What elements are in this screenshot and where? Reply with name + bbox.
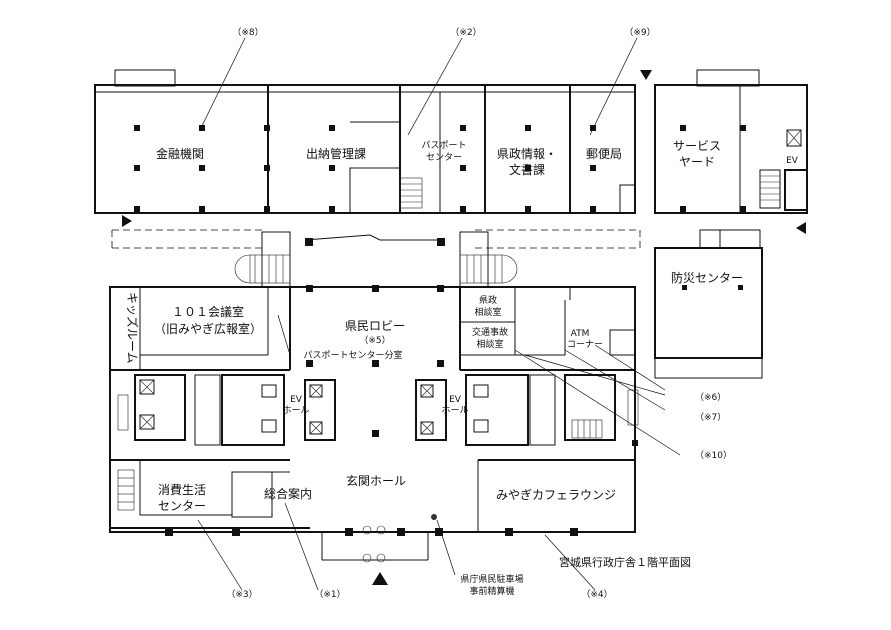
room-consumer-center-2: センター <box>158 499 206 513</box>
note-10: （※10） <box>695 450 732 461</box>
lobby-columns <box>165 285 638 536</box>
ev-hall-left-2: ホール <box>282 405 309 416</box>
stairs <box>234 231 518 288</box>
note-9: （※9） <box>624 27 655 38</box>
note-3: （※3） <box>226 589 257 600</box>
room-atm-1: ATM <box>571 329 590 339</box>
room-labels: 金融機関 出納管理課 パスポート センター 県政情報・ 文書課 郵便局 サービス… <box>125 139 799 597</box>
note-6: （※6） <box>695 392 726 403</box>
room-conference-101-2: （旧みやぎ広報室） <box>154 321 262 336</box>
entrance-arrow-north <box>640 70 652 80</box>
plan-title: 宮城県行政庁舎１階平面図 <box>559 555 691 569</box>
entrance-doors <box>321 514 437 563</box>
note-8: （※8） <box>232 27 263 38</box>
entrance-arrow-west <box>122 215 132 227</box>
ev-hall-left-1: EV <box>290 395 303 405</box>
room-consult-1: 県政 <box>479 294 497 306</box>
room-pref-info-2: 文書課 <box>509 162 545 177</box>
room-service-yard-2: ヤード <box>679 155 715 169</box>
room-post-office: 郵便局 <box>586 147 622 161</box>
room-atm-2: コーナー <box>567 339 603 350</box>
room-info-desk: 総合案内 <box>264 486 312 501</box>
ev-hall-right-1: EV <box>449 395 462 405</box>
room-cafe-lounge: みやぎカフェラウンジ <box>496 488 616 502</box>
ev-hall-right-2: ホール <box>441 405 468 416</box>
room-finance: 金融機関 <box>156 146 204 161</box>
entrance-arrow-south <box>372 572 388 585</box>
note-2: （※2） <box>450 27 481 38</box>
room-consult-2: 相談室 <box>474 306 501 318</box>
corridor <box>111 229 641 249</box>
note-7: （※7） <box>695 412 726 423</box>
parking-machine-1: 県庁県民駐車場 <box>460 573 523 585</box>
room-treasury: 出納管理課 <box>306 146 366 161</box>
lobby-note: （※5） <box>359 335 390 346</box>
north-columns <box>134 125 746 212</box>
room-service-yard-1: サービス <box>673 139 721 153</box>
north-wing <box>94 69 808 214</box>
elevator-label-top: EV <box>786 156 799 166</box>
room-pref-info-1: 県政情報・ <box>497 147 557 161</box>
room-entrance-hall: 玄関ホール <box>346 473 406 488</box>
entrance-arrow-east <box>796 222 806 234</box>
note-labels: （※8） （※2） （※9） （※6） （※7） （※10） （※3） （※1）… <box>226 27 732 600</box>
parking-machine-2: 事前精算機 <box>469 585 514 597</box>
room-citizen-lobby: 県民ロビー <box>345 319 405 333</box>
room-passport-center-1: パスポート <box>421 140 466 151</box>
room-traffic-consult-1: 交通事故 <box>472 326 508 338</box>
note-4: （※4） <box>581 589 612 600</box>
leader-lines <box>197 37 681 591</box>
room-disaster-center: 防災センター <box>671 270 743 285</box>
east-wing <box>654 229 763 379</box>
room-kids-room: キッズルーム <box>125 292 140 364</box>
room-passport-branch: パスポートセンター分室 <box>303 349 402 361</box>
note-1: （※1） <box>314 589 345 600</box>
room-passport-center-2: センター <box>426 152 462 163</box>
room-consumer-center-1: 消費生活 <box>158 482 206 497</box>
room-conference-101-1: １０１会議室 <box>172 304 244 319</box>
cores <box>117 374 639 446</box>
room-traffic-consult-2: 相談室 <box>476 338 503 350</box>
